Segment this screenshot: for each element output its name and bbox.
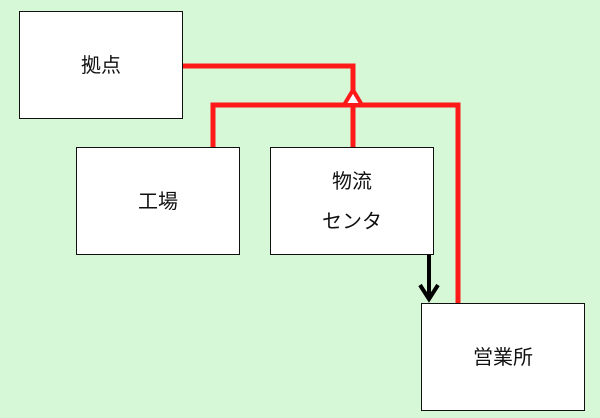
flow-arrowhead-icon [418, 283, 440, 303]
inheritance-bus [210, 102, 461, 303]
node-base[interactable]: 拠点 [19, 11, 183, 119]
node-factory[interactable]: 工場 [76, 147, 240, 255]
node-sales-label: 営業所 [473, 345, 533, 369]
node-sales-office[interactable]: 営業所 [421, 303, 585, 411]
node-logistics-label-line1: 物流 [332, 169, 372, 193]
node-base-label: 拠点 [81, 53, 121, 77]
node-logistics-label-line2: センタ [322, 209, 382, 233]
inheritance-line-base [182, 63, 356, 90]
node-logistics-center[interactable]: 物流 センタ [270, 147, 434, 255]
node-factory-label: 工場 [138, 189, 178, 213]
generalization-triangle-icon [340, 86, 366, 107]
